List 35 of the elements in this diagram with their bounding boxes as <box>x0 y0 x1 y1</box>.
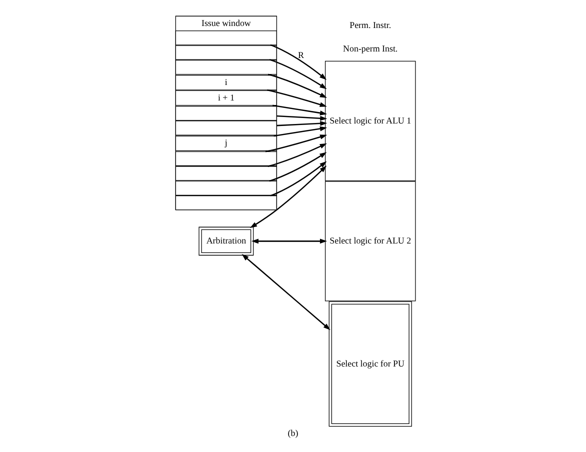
arrow <box>270 44 327 80</box>
arrow <box>274 126 328 137</box>
arrow <box>268 74 327 98</box>
arrow <box>251 238 327 244</box>
arrow <box>265 134 328 152</box>
node-box <box>175 166 278 181</box>
node-box <box>175 151 278 166</box>
node-box <box>175 120 278 136</box>
arrow <box>267 89 327 107</box>
node-box <box>175 106 278 121</box>
arrow <box>250 166 327 228</box>
node-box: i <box>175 74 278 90</box>
node-box <box>175 195 278 210</box>
node-box <box>175 60 278 75</box>
arrow <box>276 120 328 126</box>
arrow <box>268 143 327 167</box>
node-box: Select logic for ALU 2 <box>324 181 416 302</box>
edge-label: R <box>298 50 304 60</box>
node-box: Select logic for ALU 1 <box>324 60 416 182</box>
arrow <box>269 152 327 182</box>
node-box: j <box>175 136 278 152</box>
label: Perm. Instr. <box>350 20 392 30</box>
node-box: Arbitration <box>198 226 254 256</box>
node-box <box>175 45 278 60</box>
arrow <box>269 59 327 90</box>
node-box <box>175 180 278 196</box>
node-box: i + 1 <box>175 90 278 106</box>
caption: (b) <box>288 428 298 438</box>
arrow <box>242 254 330 330</box>
label: Non-perm Inst. <box>343 44 398 54</box>
arrow <box>276 115 328 121</box>
arrow <box>272 104 328 116</box>
arrow <box>270 161 327 196</box>
node-box <box>175 30 278 46</box>
node-box: Select logic for PU <box>328 301 412 427</box>
